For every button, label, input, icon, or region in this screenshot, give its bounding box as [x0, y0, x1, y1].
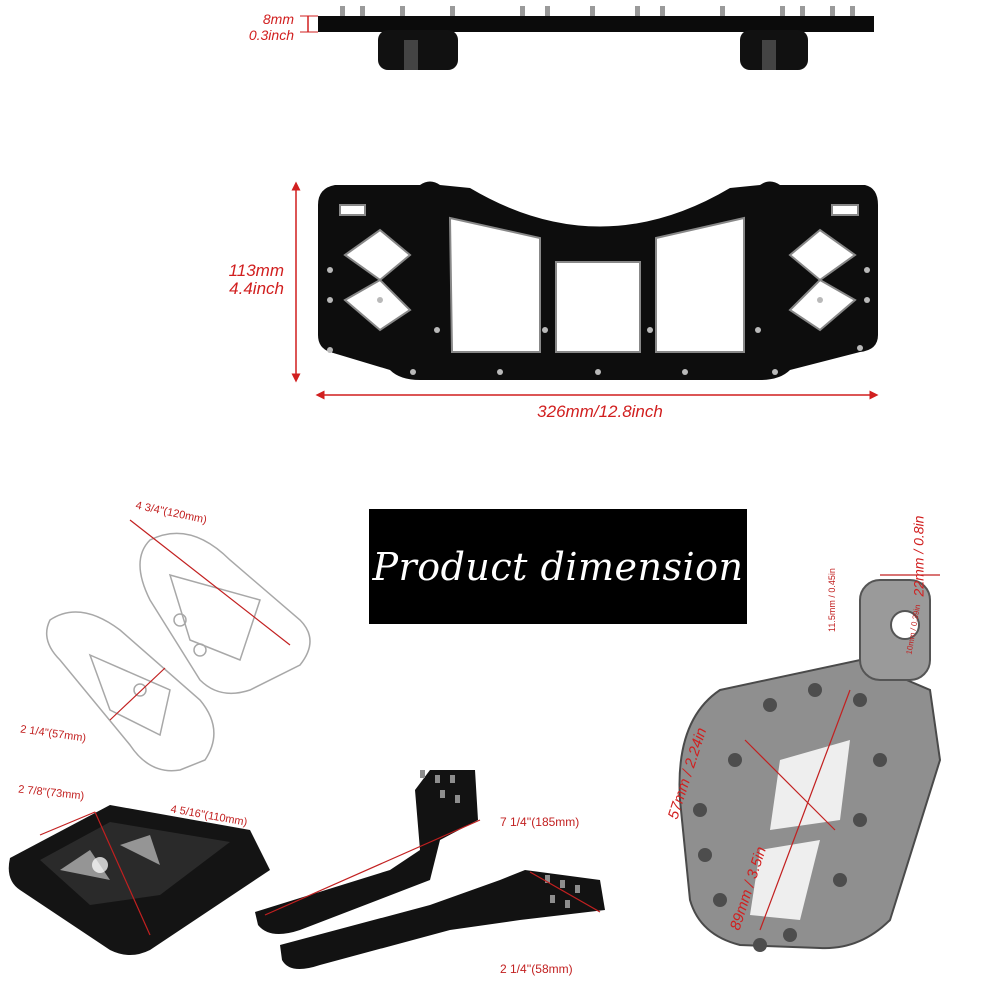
thickness-mm: 8mm: [262, 11, 294, 27]
small-footboard: [8, 805, 270, 955]
lever-arm-label: 7 1/4''(185mm): [500, 815, 580, 829]
width-label: 326mm/12.8inch: [537, 402, 663, 421]
banner-title: Product dimension: [372, 544, 744, 589]
lever-pad-label: 2 1/4''(58mm): [500, 962, 573, 976]
height-label: 113mm 4.4inch: [222, 262, 284, 298]
peg-pair-sketch: [45, 532, 311, 772]
product-dimension-banner: Product dimension: [369, 509, 747, 624]
levers: [255, 770, 605, 969]
hole-depth-label: 11.5mm / 0.45in: [826, 568, 837, 632]
single-peg: [678, 579, 942, 952]
footboard-side-view: [318, 6, 874, 70]
height-in: 4.4inch: [229, 279, 284, 298]
height-mm: 113mm: [228, 261, 284, 280]
thickness-label: 8mm 0.3inch: [238, 11, 294, 43]
thickness-in: 0.3inch: [248, 27, 294, 43]
footboard-front-view: [318, 181, 878, 380]
mount-width-label: 22mm / 0.8in: [910, 515, 927, 597]
